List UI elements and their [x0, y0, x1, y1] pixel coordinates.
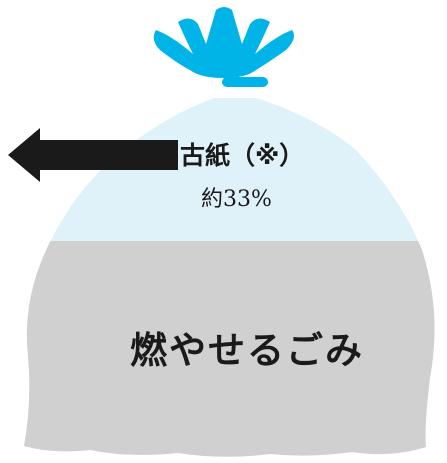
tie-top [153, 7, 294, 78]
tie-band [222, 77, 268, 87]
arrow-head [8, 128, 40, 182]
paper-share-value: 約33% [201, 187, 272, 212]
paper-category-label: 古紙（※） [180, 141, 305, 170]
burnable-waste-label: 燃やせるごみ [130, 329, 364, 372]
arrow-shaft [38, 140, 178, 170]
bag-tie-icon [153, 7, 294, 87]
bag-lower-section [24, 241, 435, 457]
left-arrow-icon [8, 128, 178, 182]
